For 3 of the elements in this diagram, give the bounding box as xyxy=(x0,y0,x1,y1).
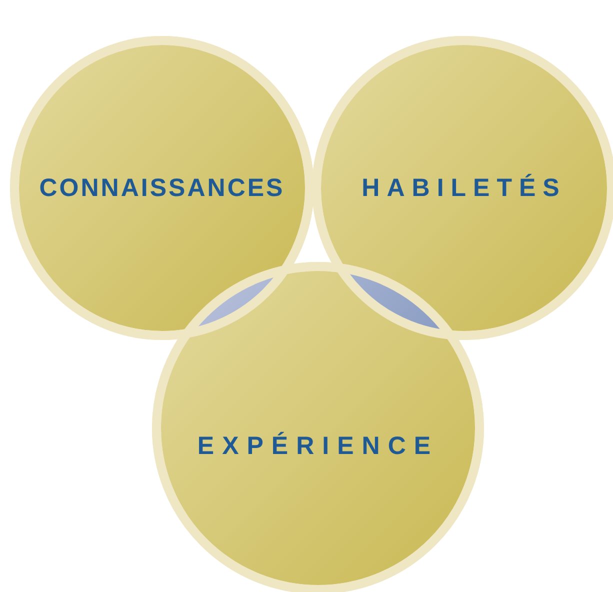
circle-label: EXPÉRIENCE xyxy=(197,432,439,460)
circle-label: HABILETÉS xyxy=(362,174,566,202)
circle-label: CONNAISSANCES xyxy=(39,174,285,202)
